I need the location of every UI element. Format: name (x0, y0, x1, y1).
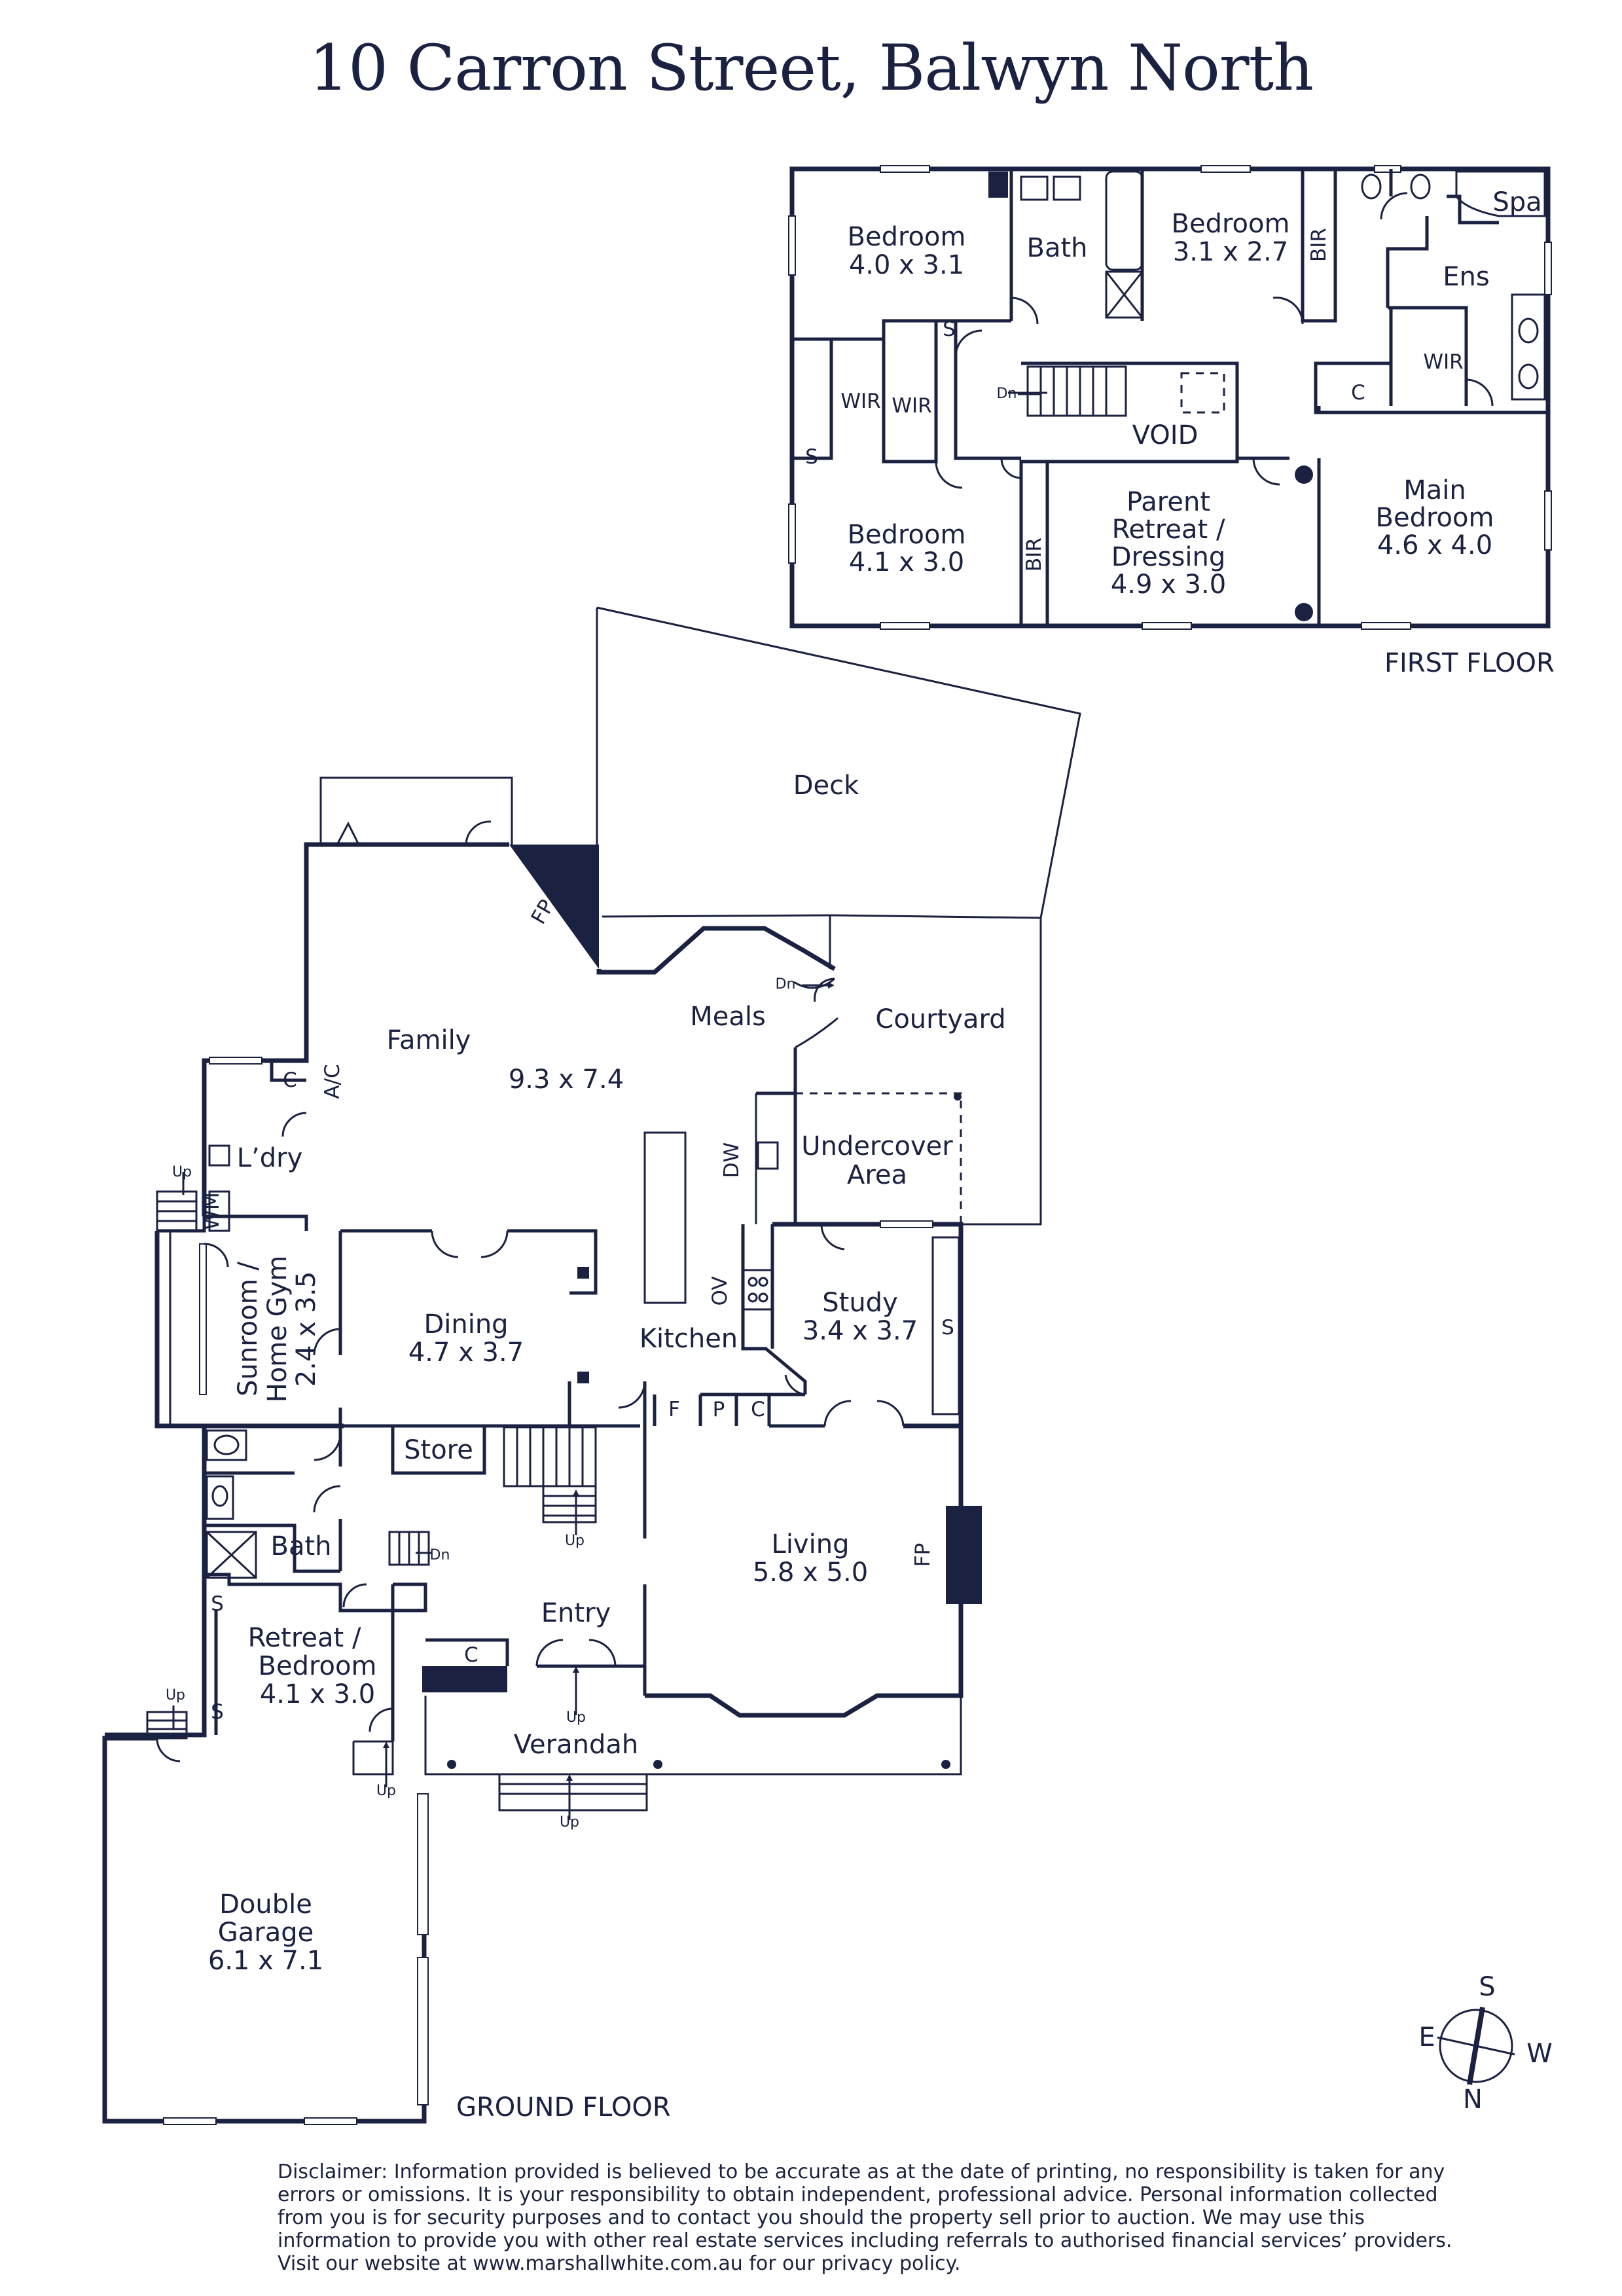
property-address-title: 10 Carron Street, Balwyn North (308, 31, 1314, 105)
void-label: VOID (1132, 420, 1198, 450)
first-floor-labels: Bedroom 4.0 x 3.1 Bath Bedroom 3.1 x 2.7… (805, 187, 1555, 678)
main-bedroom-line2: Bedroom (1376, 503, 1494, 533)
courtyard-label: Courtyard (875, 1004, 1005, 1034)
retreat-line2: Bedroom (259, 1651, 377, 1681)
study-name: Study (822, 1288, 898, 1318)
first-floor-s-1: S (943, 318, 956, 341)
garage-line1: Double (219, 1889, 312, 1920)
compass-n-label: N (1463, 2085, 1483, 2115)
bedroom-nw-name: Bedroom (848, 222, 966, 252)
store-label: Store (404, 1435, 473, 1465)
first-floor-dn: Dn (997, 386, 1017, 402)
main-bedroom-line1: Main (1403, 475, 1466, 505)
first-floor-heading: FIRST FLOOR (1384, 648, 1555, 678)
laundry-label: L’dry (237, 1143, 303, 1173)
undercover-line2: Area (847, 1160, 907, 1190)
first-floor-stair-treads (1039, 367, 1108, 416)
c-2-label: C (751, 1398, 765, 1421)
first-floor-s-2: S (805, 445, 818, 469)
c-3-label: C (464, 1643, 478, 1667)
spa-label: Spa (1492, 187, 1541, 217)
compass-rose: S E W N (1418, 1972, 1552, 2115)
ground-floor-heading: GROUND FLOOR (456, 2092, 671, 2123)
bedroom-sw-size: 4.1 x 3.0 (849, 547, 964, 577)
c-1-label: C (283, 1068, 297, 1092)
garage-step-treads (146, 1711, 188, 1740)
garage-line2: Garage (218, 1918, 314, 1948)
wm-label: WM (200, 1192, 224, 1230)
meals-dn-label: Dn (776, 976, 796, 993)
parent-retreat-line3: Dressing (1111, 542, 1226, 572)
sunroom-size: 2.4 x 3.5 (291, 1271, 321, 1387)
family-size: 9.3 x 7.4 (509, 1065, 624, 1095)
up-1-label: Up (172, 1164, 192, 1180)
first-floor-plan (788, 165, 1552, 630)
disclaimer-text: Disclaimer: Information provided is beli… (278, 2160, 1452, 2275)
ground-s-2: S (211, 1700, 224, 1724)
direction-arrows (172, 393, 1041, 1820)
up-6-label: Up (166, 1687, 185, 1704)
deck-label: Deck (793, 771, 859, 801)
ov-label: OV (708, 1276, 732, 1305)
ens-label: Ens (1443, 262, 1489, 292)
kitchen-label: Kitchen (640, 1324, 738, 1354)
bir-n-label: BIR (1307, 228, 1331, 262)
compass-w-label: W (1526, 2039, 1553, 2069)
dining-name: Dining (424, 1309, 508, 1339)
p-label: P (713, 1398, 725, 1421)
compass-s-label: S (1479, 1972, 1495, 2002)
ground-s-1: S (211, 1592, 224, 1616)
sunroom-line2: Home Gym (262, 1256, 293, 1402)
entry-label: Entry (541, 1598, 611, 1628)
sunroom-line1: Sunroom / (233, 1262, 263, 1396)
up-2-label: Up (565, 1533, 585, 1549)
parent-retreat-size: 4.9 x 3.0 (1111, 570, 1226, 600)
bedroom-sw-name: Bedroom (848, 520, 966, 550)
verandah-label: Verandah (514, 1730, 638, 1760)
laundry-step-treads (156, 1190, 198, 1232)
wir-3-label: WIR (1423, 350, 1463, 374)
retreat-line1: Retreat / (248, 1623, 361, 1653)
bedroom-n-name: Bedroom (1172, 209, 1290, 239)
parent-retreat-line1: Parent (1126, 487, 1210, 517)
main-bedroom-size: 4.6 x 4.0 (1377, 530, 1492, 560)
compass-e-label: E (1418, 2022, 1435, 2052)
parent-retreat-line2: Retreat / (1112, 515, 1225, 545)
family-name: Family (387, 1025, 471, 1055)
living-size: 5.8 x 5.0 (753, 1558, 868, 1588)
ac-label: A/C (321, 1064, 344, 1099)
living-name: Living (772, 1529, 850, 1559)
bir-s-label: BIR (1022, 538, 1046, 572)
ground-floor-labels: Deck FP Family 9.3 x 7.4 Meals Dn Courty… (166, 771, 1006, 2123)
meals-label: Meals (690, 1002, 766, 1032)
bedroom-nw-size: 4.0 x 3.1 (849, 250, 964, 280)
dw-label: DW (720, 1142, 744, 1178)
garage-size: 6.1 x 7.1 (208, 1946, 323, 1976)
dining-size: 4.7 x 3.7 (408, 1338, 524, 1368)
wir-1-label: WIR (840, 390, 880, 413)
study-size: 3.4 x 3.7 (802, 1316, 918, 1346)
ground-floor-plan (102, 606, 1081, 2125)
bedroom-n-size: 3.1 x 2.7 (1173, 237, 1288, 267)
study-s-label: S (941, 1316, 954, 1339)
fp-2-label: FP (911, 1543, 935, 1567)
dn-2-label: Dn (430, 1547, 450, 1563)
first-floor-c: C (1351, 381, 1365, 405)
undercover-line1: Undercover (801, 1131, 953, 1161)
first-floor-bath-label: Bath (1027, 233, 1088, 263)
retreat-size: 4.1 x 3.0 (260, 1679, 375, 1709)
f-label: F (668, 1398, 680, 1421)
ground-floor-stair-treads (503, 1426, 597, 1523)
ground-bath-label: Bath (271, 1531, 332, 1561)
wir-2-label: WIR (892, 394, 931, 418)
